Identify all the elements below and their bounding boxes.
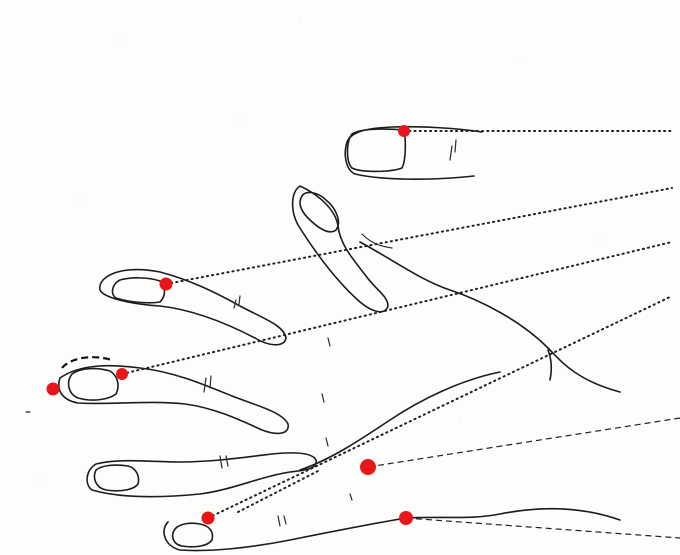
middle-nail-tip-marker <box>47 383 60 396</box>
guide-line-index <box>166 188 672 284</box>
red-markers <box>47 125 414 525</box>
thumb-outline <box>345 127 482 179</box>
paper-texture <box>39 19 601 481</box>
palm-marker <box>360 459 376 475</box>
thumb-nail-marker <box>398 125 410 137</box>
guide-line-palm <box>368 418 680 467</box>
guide-line-middle <box>122 242 672 374</box>
index-finger-outline <box>293 186 392 312</box>
middle-finger-outline <box>100 270 286 345</box>
guide-line-ring <box>208 296 672 518</box>
middle-nail-side-marker <box>116 368 128 380</box>
index-nail-marker <box>160 278 173 291</box>
wrist-marker <box>399 511 413 525</box>
ring-nail-marker <box>202 512 215 525</box>
guide-line-wrist <box>406 518 680 538</box>
little-finger-outline <box>87 453 316 497</box>
guide-lines <box>122 131 680 538</box>
guide-line-little <box>238 470 320 512</box>
ring-finger-outline <box>59 357 288 433</box>
